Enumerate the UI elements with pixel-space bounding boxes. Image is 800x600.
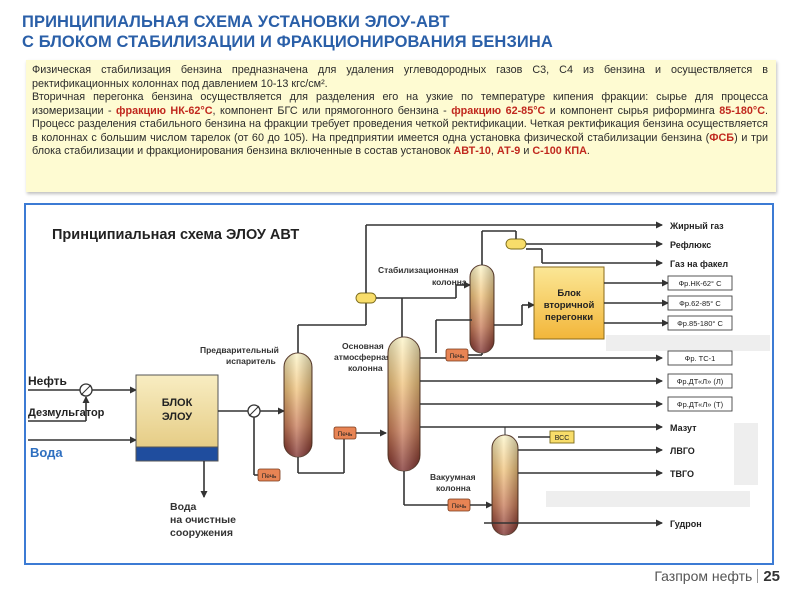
oil-pump-mark — [80, 384, 92, 396]
output-gudron: Гудрон — [670, 519, 702, 529]
placeholder-bar-2 — [734, 423, 758, 485]
input-water-label: Вода — [30, 445, 63, 460]
output-reflux: Рефлюкс — [670, 240, 711, 250]
stab-column-label-2: колонна — [432, 277, 467, 287]
separator-drum-2 — [505, 238, 527, 250]
fraction-box-dtl-l: Фр.ДТ«Л» (Л) — [667, 373, 733, 389]
furnace-4 — [445, 348, 469, 362]
note-text: и — [520, 145, 533, 157]
diagram-heading: Принципиальная схема ЭЛОУ АВТ — [52, 227, 299, 243]
vacuum-column-label-1: Вакуумная — [430, 472, 476, 482]
furnace-1-label: Печь — [262, 473, 277, 480]
fraction-85-180-label: Фр.85-180° С — [677, 319, 723, 328]
fraction-box-ts1: Фр. ТС-1 — [667, 350, 733, 366]
description-note: Физическая стабилизация бензина предназн… — [26, 60, 776, 192]
note-text: . Процесс разделения стабильного бензина… — [32, 104, 768, 144]
footer-brand: Газпром нефть — [654, 568, 753, 584]
output-lvgo: ЛВГО — [670, 446, 695, 456]
output-fat-gas: Жирный газ — [669, 221, 724, 231]
pre-evaporator-column — [283, 352, 313, 458]
fraction-62-85-label: Фр.62-85° С — [679, 299, 721, 308]
furnace-2-label: Печь — [338, 431, 353, 438]
pre-evaporator-label-1: Предварительный — [200, 345, 279, 355]
note-paragraph-1: Физическая стабилизация бензина предназн… — [32, 64, 768, 90]
main-column-label-2: атмосферная — [334, 352, 391, 362]
process-diagram-svg: Принципиальная схема ЭЛОУ АВТ Нефть Дезм… — [28, 221, 770, 539]
fraction-nk62-label: Фр.НК-62° С — [678, 279, 722, 288]
main-column-label-3: колонна — [348, 363, 383, 373]
input-demulsifier-label: Дезмульгатор — [28, 407, 105, 419]
secondary-block-label-1: Блок — [557, 288, 581, 299]
vacuum-column — [491, 434, 519, 536]
stabilization-column — [469, 264, 495, 354]
vacuum-column-label-2: колонна — [436, 483, 471, 493]
fraction-box-nk62: Фр.НК-62° С — [667, 275, 733, 291]
secondary-distillation-block — [533, 266, 605, 340]
note-text: и компонент сырья риформинга — [545, 104, 720, 117]
furnace-4-label: Печь — [450, 353, 465, 360]
furnace-1 — [257, 468, 281, 482]
note-highlight-62-85: фракцию 62-85°С — [451, 104, 546, 117]
page-number: 25 — [763, 568, 780, 585]
placeholder-bar-1 — [606, 335, 770, 351]
title-line-2: С БЛОКОМ СТАБИЛИЗАЦИИ И ФРАКЦИОНИРОВАНИЯ… — [22, 33, 553, 51]
furnace-3-label: Печь — [452, 503, 467, 510]
footer: Газпром нефть 25 — [654, 568, 780, 585]
output-tvgo: ТВГО — [670, 469, 694, 479]
vss-label: ВСС — [555, 435, 570, 442]
placeholder-bar-3 — [546, 491, 750, 507]
eldou-label-1: БЛОК — [162, 397, 193, 409]
note-highlight-avt10: АВТ-10 — [453, 145, 491, 157]
note-highlight-85-180: 85-180°С — [719, 104, 765, 117]
input-oil-label: Нефть — [28, 374, 67, 388]
secondary-block-label-2: вторичной — [544, 300, 595, 311]
main-atmospheric-column — [387, 336, 421, 472]
fraction-ts1-label: Фр. ТС-1 — [685, 354, 716, 363]
secondary-block-label-3: перегонки — [545, 312, 593, 323]
eldou-block — [135, 374, 219, 448]
note-text: Вторичная перегонка бензина осуществляет… — [32, 91, 768, 117]
note-text: , компонент БГС или прямогонного бензина… — [212, 104, 452, 117]
water-out-label-2: на очистные — [170, 514, 236, 526]
note-text: . — [586, 145, 590, 157]
pre-evaporator-label-2: испаритель — [226, 356, 276, 366]
main-column-label-1: Основная — [342, 341, 384, 351]
note-text: ) и три блока стабилизации и фракциониро… — [32, 131, 769, 158]
note-highlight-s100: С-100 КПА — [532, 145, 587, 157]
water-out-label-3: сооружения — [170, 527, 233, 539]
heat-exchanger-mark — [248, 405, 260, 417]
fraction-dtl-l-label: Фр.ДТ«Л» (Л) — [677, 377, 724, 386]
page-title: ПРИНЦИПИАЛЬНАЯ СХЕМА УСТАНОВКИ ЭЛОУ-АВТ … — [22, 12, 782, 52]
stab-column-label-1: Стабилизационная — [378, 265, 459, 275]
eldou-water-layer — [135, 446, 219, 462]
note-text: , — [490, 145, 497, 157]
title-line-1: ПРИНЦИПИАЛЬНАЯ СХЕМА УСТАНОВКИ ЭЛОУ-АВТ — [22, 13, 450, 31]
note-highlight-at9: АТ-9 — [496, 145, 521, 157]
water-out-label-1: Вода — [170, 501, 197, 513]
fraction-dtl-t-label: Фр.ДТ«Л» (Т) — [677, 400, 724, 409]
separator-drum-1 — [355, 292, 377, 304]
fraction-box-85-180: Фр.85-180° С — [667, 315, 733, 331]
fraction-box-dtl-t: Фр.ДТ«Л» (Т) — [667, 396, 733, 412]
eldou-label-2: ЭЛОУ — [162, 411, 192, 423]
note-highlight-nk62: фракцию НК-62°С — [116, 104, 213, 117]
footer-separator — [757, 569, 759, 583]
note-paragraph-2: Вторичная перегонка бензина осуществляет… — [32, 91, 768, 159]
output-mazut: Мазут — [670, 423, 697, 433]
process-diagram: Принципиальная схема ЭЛОУ АВТ Нефть Дезм… — [24, 203, 774, 565]
fraction-box-62-85: Фр.62-85° С — [667, 295, 733, 311]
note-highlight-fsb: ФСБ — [709, 131, 735, 144]
output-flare-gas: Газ на факел — [670, 259, 728, 269]
